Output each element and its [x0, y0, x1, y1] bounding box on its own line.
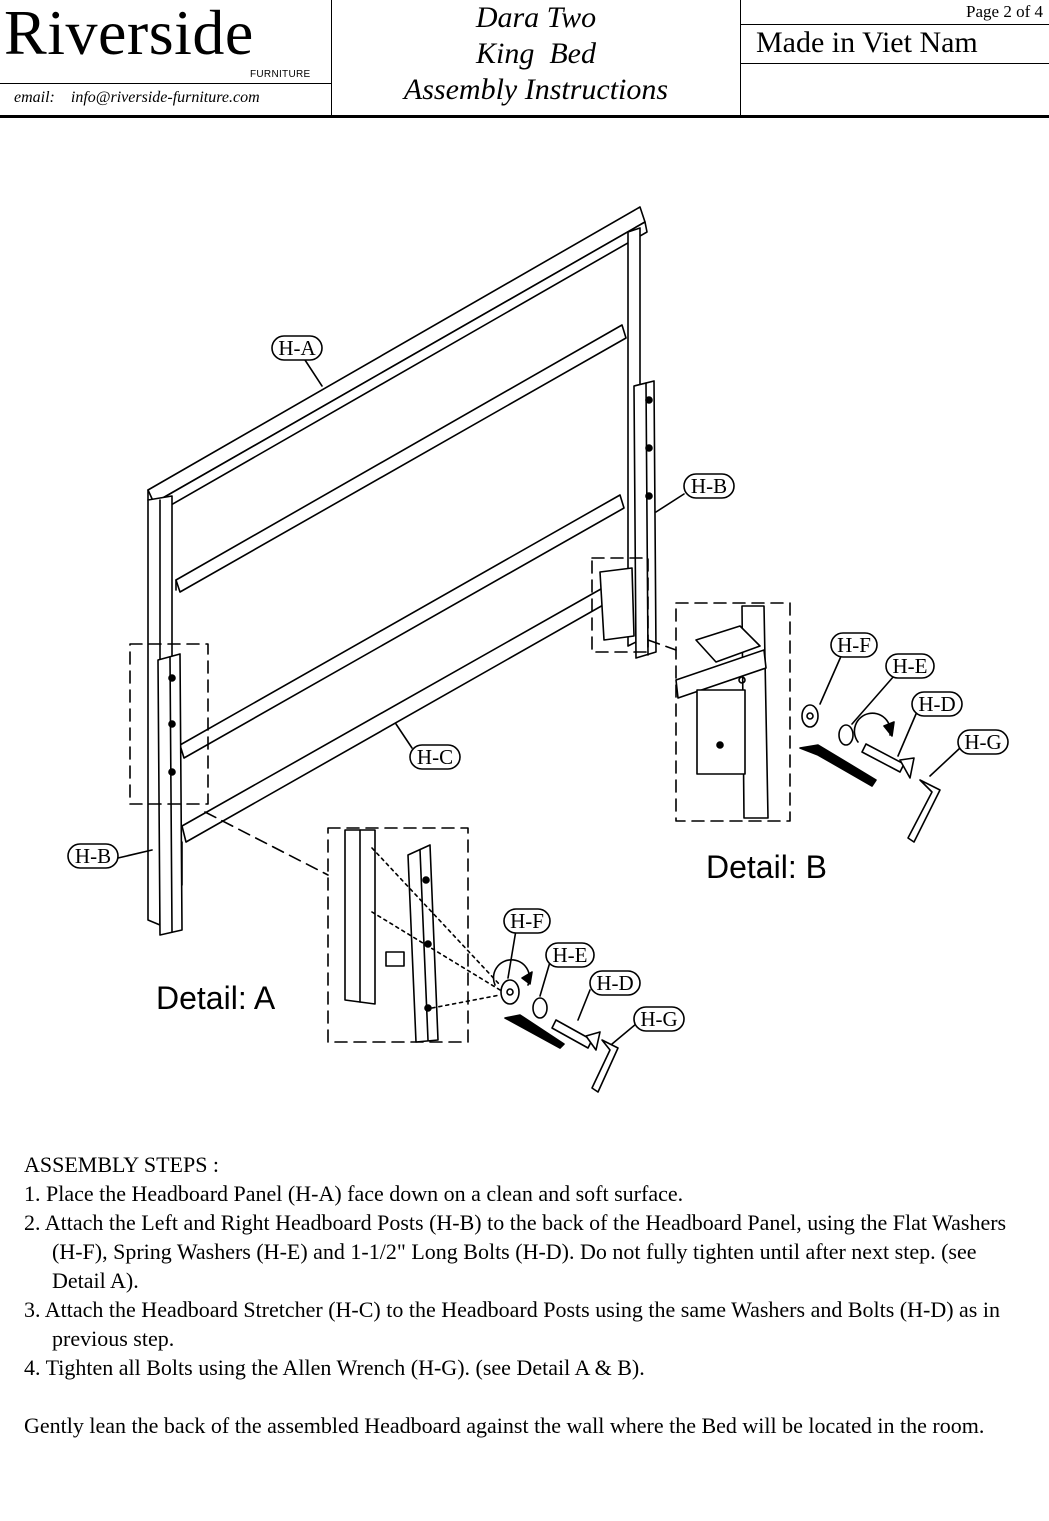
title-line-product: Dara Two	[475, 1, 597, 34]
part-label-hb-right: H-B	[683, 473, 735, 499]
origin-label: Made in Viet Nam	[756, 26, 978, 59]
part-label-b-hf: H-F	[830, 632, 878, 658]
brand-subtitle: FURNITURE	[250, 69, 311, 80]
part-label-text: H-E	[893, 654, 928, 678]
detail-b-caption: Detail: B	[706, 849, 827, 885]
brand-logo: Riverside	[4, 0, 254, 68]
part-label-b-hd: H-D	[911, 691, 963, 717]
part-label-a-hd: H-D	[589, 970, 641, 996]
title-line-size: King Bed	[476, 37, 596, 70]
part-label-text: H-C	[417, 745, 453, 769]
page-number: Page 2 of 4	[966, 2, 1043, 21]
step-1: 1. Place the Headboard Panel (H-A) face …	[24, 1181, 684, 1206]
document-header: Riverside FURNITURE email: info@riversid…	[0, 0, 1049, 118]
document-title: Dara Two King Bed Assembly Instructions	[332, 0, 740, 108]
detail-b-drawing	[675, 605, 941, 843]
divider	[740, 24, 1049, 25]
part-label-hb-left: H-B	[67, 843, 119, 869]
header-rule	[0, 115, 1049, 118]
email-label: email:	[14, 89, 55, 106]
assembly-steps: ASSEMBLY STEPS : 1. Place the Headboard …	[24, 1150, 1034, 1440]
part-label-b-he: H-E	[885, 653, 935, 679]
part-label-text: H-D	[918, 692, 955, 716]
divider	[740, 63, 1049, 64]
part-label-a-hf: H-F	[503, 908, 551, 934]
step-2: 2. Attach the Left and Right Headboard P…	[24, 1210, 1007, 1293]
part-label-hc: H-C	[409, 744, 461, 770]
part-label-a-he: H-E	[545, 942, 595, 968]
email-address: info@riverside-furniture.com	[70, 89, 260, 106]
part-label-text: H-B	[75, 844, 111, 868]
divider	[331, 0, 332, 116]
part-label-ha: H-A	[271, 335, 323, 361]
divider	[740, 0, 741, 116]
assembly-diagram: H-A H-B H-B H-C H-F H-E H-D H-G H-F H-E …	[0, 120, 1049, 1120]
part-label-text: H-F	[510, 909, 544, 933]
step-3: 3. Attach the Headboard Stretcher (H-C) …	[24, 1297, 1000, 1351]
part-label-text: H-G	[640, 1007, 677, 1031]
headboard-stretcher	[181, 567, 635, 886]
part-label-a-hg: H-G	[633, 1006, 685, 1032]
title-line-doc: Assembly Instructions	[403, 73, 669, 106]
closing-note: Gently lean the back of the assembled He…	[24, 1413, 985, 1438]
spacer	[24, 1382, 1034, 1411]
steps-heading: ASSEMBLY STEPS :	[24, 1152, 220, 1177]
part-label-b-hg: H-G	[957, 729, 1009, 755]
part-label-text: H-E	[553, 943, 588, 967]
detail-a-drawing	[344, 829, 619, 1093]
contact-email: email: info@riverside-furniture.com	[14, 89, 260, 107]
part-label-text: H-A	[278, 336, 316, 360]
detail-a-caption: Detail: A	[156, 980, 276, 1016]
divider	[0, 83, 331, 84]
part-label-text: H-D	[596, 971, 633, 995]
part-label-text: H-B	[691, 474, 727, 498]
headboard-post-left	[157, 653, 183, 936]
step-4: 4. Tighten all Bolts using the Allen Wre…	[24, 1355, 645, 1380]
detail-callout-boxes	[129, 557, 791, 1043]
headboard-post-right	[633, 380, 657, 659]
part-label-text: H-F	[837, 633, 871, 657]
leader-lines	[117, 359, 961, 1045]
part-label-text: H-G	[964, 730, 1001, 754]
